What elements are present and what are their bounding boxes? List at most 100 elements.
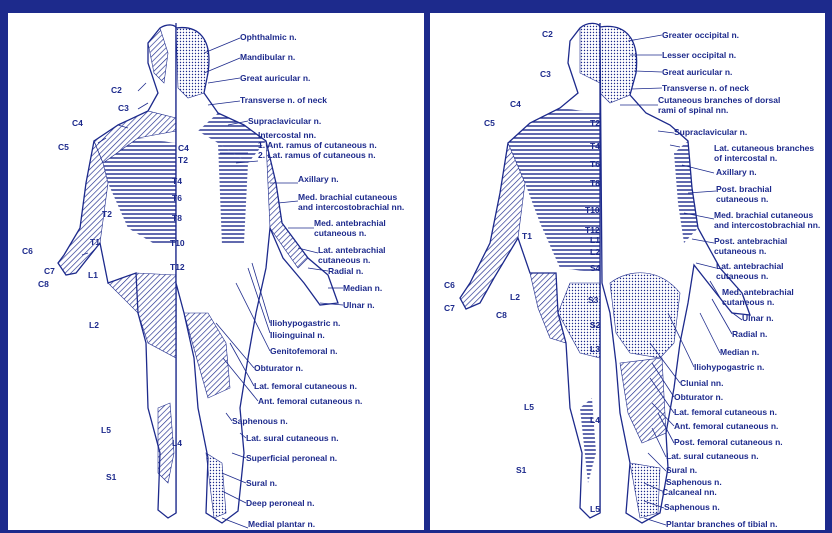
nerve-label: Transverse n. of neck (662, 83, 749, 93)
segment-label: L1 (590, 235, 600, 245)
segment-label: T8 (590, 178, 600, 188)
nerve-label: Radial n. (732, 329, 767, 339)
segment-label: T12 (585, 225, 600, 235)
nerve-label: Saphenous n. (232, 416, 288, 426)
nerve-label: Iliohypogastric n. (694, 362, 764, 372)
nerve-label: Med. brachial cutaneous (298, 192, 397, 202)
segment-label: C5 (58, 142, 69, 152)
segment-label: S1 (106, 472, 117, 482)
nerve-label: Ulnar n. (742, 313, 774, 323)
nerve-label: Mandibular n. (240, 52, 295, 62)
nerve-label: 1. Ant. ramus of cutaneous n. (258, 140, 377, 150)
nerve-label: Obturator n. (254, 363, 303, 373)
nerve-label: Lesser occipital n. (662, 50, 736, 60)
nerve-label: Lat. cutaneous branches (714, 143, 814, 153)
nerve-label: Supraclavicular n. (674, 127, 747, 137)
segment-label: S4 (590, 263, 601, 273)
nerve-label: and intercostobrachial nn. (714, 220, 820, 230)
segment-label: L2 (510, 292, 520, 302)
nerve-label: Lat. femoral cutaneous n. (674, 407, 777, 417)
nerve-label: and intercostobrachial nn. (298, 202, 404, 212)
segment-label: C4 (72, 118, 83, 128)
segment-label: C6 (444, 280, 455, 290)
nerve-label: cutaneous n. (314, 228, 366, 238)
nerve-label: Median n. (343, 283, 382, 293)
segment-label: T1 (522, 231, 532, 241)
nerve-label: Lat. antebrachial (716, 261, 784, 271)
posterior-figure: C2 C3 C4 C5 T2 T4 T6 T8 T10 T12 L1 L2 S4… (430, 13, 825, 530)
nerve-label: Intercostal nn. (258, 130, 316, 140)
anterior-dermatome-panel: C2 C3 C4 C5 C4 T2 T4 T6 T8 T10 T12 T2 T1… (8, 13, 424, 530)
nerve-label: Cutaneous branches of dorsal (658, 95, 780, 105)
nerve-label: 2. Lat. ramus of cutaneous n. (258, 150, 376, 160)
nerve-label: Genitofemoral n. (270, 346, 338, 356)
nerve-label: Post. brachial (716, 184, 772, 194)
nerve-label: Lat. antebrachial (318, 245, 386, 255)
nerve-label: Transverse n. of neck (240, 95, 327, 105)
nerve-label: Med. antebrachial (314, 218, 386, 228)
segment-label: S1 (516, 465, 527, 475)
segment-label: S2 (590, 320, 601, 330)
segment-label: L5 (101, 425, 111, 435)
nerve-label: Iliohypogastric n. (270, 318, 340, 328)
segment-label: C5 (484, 118, 495, 128)
segment-label: C7 (444, 303, 455, 313)
segment-label: T6 (172, 193, 182, 203)
segment-label: T4 (172, 176, 182, 186)
segment-label: L2 (89, 320, 99, 330)
nerve-label: rami of spinal nn. (658, 105, 728, 115)
segment-label: L5 (524, 402, 534, 412)
nerve-label: Post. antebrachial (714, 236, 787, 246)
nerve-label: Post. femoral cutaneous n. (674, 437, 783, 447)
segment-label: C4 (510, 99, 521, 109)
nerve-label: Calcaneal nn. (662, 487, 717, 497)
nerve-label: Deep peroneal n. (246, 498, 315, 508)
nerve-label: Med. brachial cutaneous (714, 210, 813, 220)
segment-label: T10 (585, 205, 600, 215)
segment-label: C2 (542, 29, 553, 39)
nerve-label: Superficial peroneal n. (246, 453, 337, 463)
nerve-label: Sural n. (246, 478, 277, 488)
nerve-label: Lat. femoral cutaneous n. (254, 381, 357, 391)
segment-label: T8 (172, 213, 182, 223)
nerve-label: cutaneous n. (716, 271, 768, 281)
segment-label: L4 (590, 415, 600, 425)
segment-label: C8 (496, 310, 507, 320)
nerve-label: Axillary n. (716, 167, 757, 177)
segment-label: L1 (88, 270, 98, 280)
nerve-label: Supraclavicular n. (248, 116, 321, 126)
nerve-label: of intercostal n. (714, 153, 777, 163)
nerve-label: cutaneous n. (722, 297, 774, 307)
nerve-label: Lat. sural cutaneous n. (246, 433, 339, 443)
segment-label: C8 (38, 279, 49, 289)
nerve-label: cutaneous n. (714, 246, 766, 256)
nerve-label: Axillary n. (298, 174, 339, 184)
segment-label: C7 (44, 266, 55, 276)
segment-label: L5 (590, 504, 600, 514)
nerve-label: Sural n. (666, 465, 697, 475)
segment-label: S3 (588, 295, 599, 305)
segment-label: T1 (90, 237, 100, 247)
nerve-label: Plantar branches of tibial n. (666, 519, 777, 529)
segment-label: T2 (178, 155, 188, 165)
nerve-label: Radial n. (328, 266, 363, 276)
segment-label: L2 (590, 247, 600, 257)
segment-label: T2 (590, 118, 600, 128)
nerve-label: Lat. sural cutaneous n. (666, 451, 759, 461)
segment-label: C3 (118, 103, 129, 113)
nerve-label: Median n. (720, 347, 759, 357)
nerve-label: Ant. femoral cutaneous n. (674, 421, 778, 431)
nerve-label: Ulnar n. (343, 300, 375, 310)
anterior-figure: C2 C3 C4 C5 C4 T2 T4 T6 T8 T10 T12 T2 T1… (8, 13, 424, 530)
segment-label: L4 (172, 438, 182, 448)
nerve-label: Med. antebrachial (722, 287, 794, 297)
nerve-label: Medial plantar n. (248, 519, 315, 529)
segment-label: T4 (590, 141, 600, 151)
segment-label: C4 (178, 143, 189, 153)
nerve-label: Saphenous n. (666, 477, 722, 487)
nerve-label: Ophthalmic n. (240, 32, 297, 42)
segment-label: T6 (590, 159, 600, 169)
segment-label: T10 (170, 238, 185, 248)
nerve-label: Great auricular n. (240, 73, 310, 83)
nerve-label: Ant. femoral cutaneous n. (258, 396, 362, 406)
